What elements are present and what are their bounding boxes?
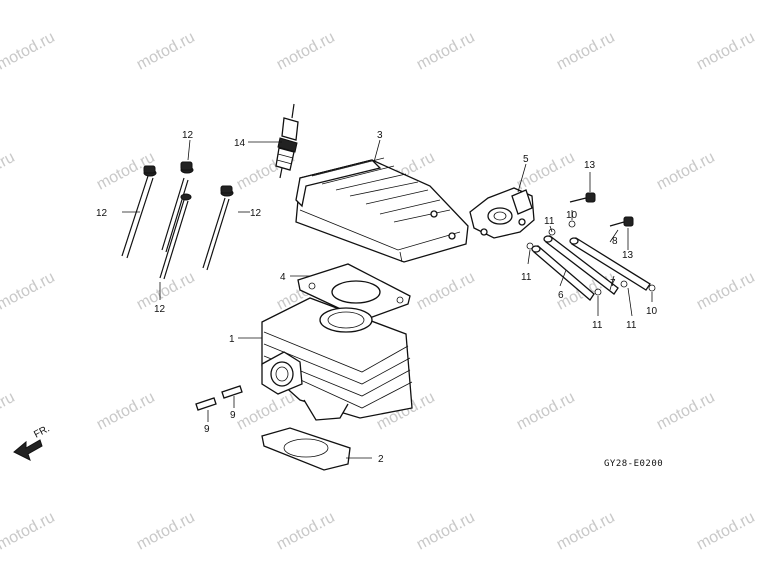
label-part-11d: 11 xyxy=(626,320,637,331)
label-part-2: 2 xyxy=(378,454,384,465)
dowel-pins xyxy=(195,385,243,411)
watermark-text: motod.ru xyxy=(134,269,198,314)
label-part-5: 5 xyxy=(523,154,529,165)
label-part-3: 3 xyxy=(377,130,383,141)
label-part-10a: 10 xyxy=(566,210,578,221)
label-part-6: 6 xyxy=(558,290,564,301)
head-bolts xyxy=(121,161,234,280)
label-part-12b: 12 xyxy=(96,208,108,219)
spark-plug xyxy=(275,103,299,179)
thermostat-housing xyxy=(469,187,535,239)
watermark-text: motod.ru xyxy=(0,29,58,74)
watermark-text: motod.ru xyxy=(0,149,18,194)
front-marker-label: FR. xyxy=(32,423,51,440)
watermark-text: motod.ru xyxy=(0,389,18,434)
cylinder-head xyxy=(295,157,469,263)
cylinder xyxy=(261,297,413,421)
watermark-text: motod.ru xyxy=(134,29,198,74)
front-arrow: FR. xyxy=(13,423,52,461)
watermark-text: motod.ru xyxy=(414,269,478,314)
label-part-12a: 12 xyxy=(182,130,194,141)
watermark-text: motod.ru xyxy=(514,389,578,434)
watermark-text: motod.ru xyxy=(654,149,718,194)
head-gasket xyxy=(297,263,411,321)
watermark-text: motod.ru xyxy=(554,29,618,74)
label-part-4: 4 xyxy=(280,272,286,283)
label-part-7: 7 xyxy=(610,278,616,289)
watermark-text: motod.ru xyxy=(234,389,298,434)
watermark-text: motod.ru xyxy=(694,269,758,314)
watermark-text: motod.ru xyxy=(414,509,478,554)
watermark-text: motod.ru xyxy=(134,509,198,554)
leader-lines xyxy=(122,139,653,459)
label-part-12c: 12 xyxy=(250,208,262,219)
diagram-code: GY28-E0200 xyxy=(604,459,663,469)
watermark-text: motod.ru xyxy=(0,269,58,314)
callout-labels: 1 2 3 4 5 6 7 8 9 9 10 10 11 11 11 11 12… xyxy=(96,130,663,469)
label-part-10b: 10 xyxy=(646,306,658,317)
label-part-13a: 13 xyxy=(584,160,596,171)
label-part-11c: 11 xyxy=(592,320,603,331)
watermark-text: motod.ru xyxy=(554,509,618,554)
label-part-8: 8 xyxy=(612,236,618,247)
label-part-13b: 13 xyxy=(622,250,634,261)
small-bolts xyxy=(569,192,634,227)
watermark-text: motod.ru xyxy=(0,509,58,554)
label-part-14: 14 xyxy=(234,138,246,149)
label-part-12d: 12 xyxy=(154,304,166,315)
label-part-1: 1 xyxy=(229,334,235,345)
watermark-text: motod.ru xyxy=(654,389,718,434)
watermark-text: motod.ru xyxy=(274,29,338,74)
watermark-text: motod.ru xyxy=(94,389,158,434)
label-part-9b: 9 xyxy=(230,410,236,421)
watermark-text: motod.ru xyxy=(694,29,758,74)
watermark-text: motod.ru xyxy=(274,509,338,554)
label-part-11a: 11 xyxy=(544,216,555,227)
coolant-tubes xyxy=(526,220,656,301)
base-gasket xyxy=(261,427,351,471)
watermark-text: motod.ru xyxy=(694,509,758,554)
label-part-9a: 9 xyxy=(204,424,210,435)
watermark-text: motod.ru xyxy=(414,29,478,74)
label-part-11b: 11 xyxy=(521,272,532,283)
